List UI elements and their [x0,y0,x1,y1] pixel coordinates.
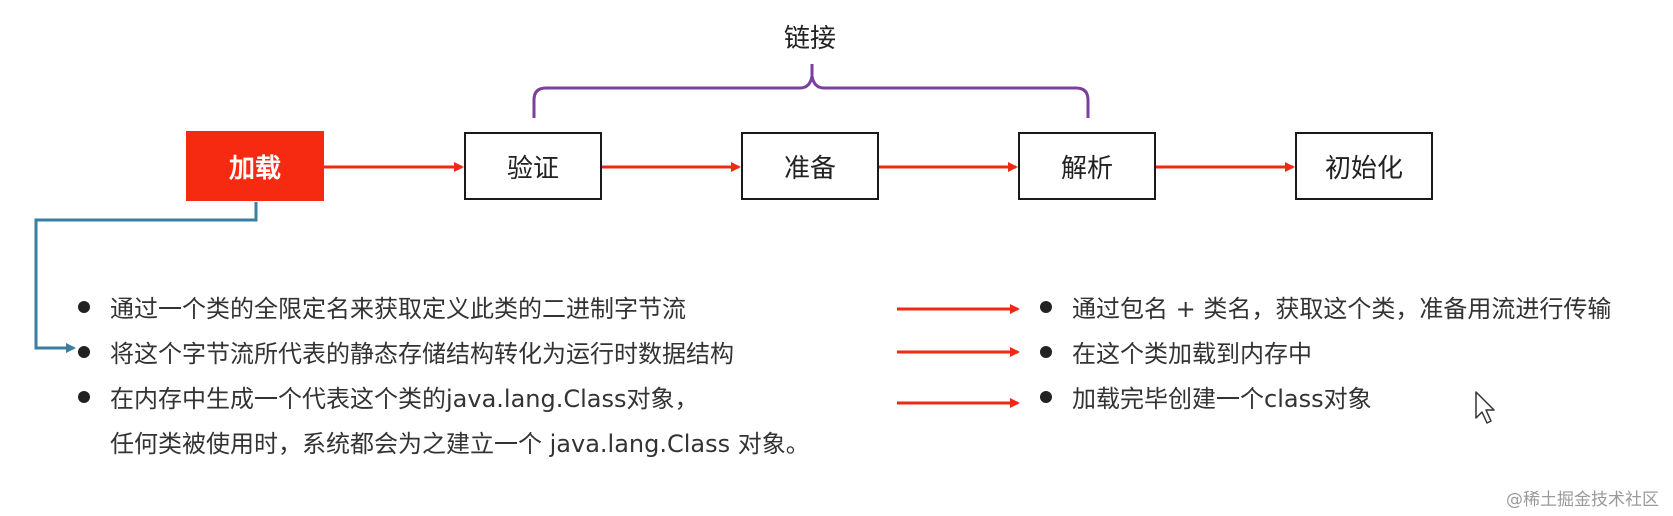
bullet-dot [78,300,90,313]
left-point-text: 通过一个类的全限定名来获取定义此类的二进制字节流 [110,295,686,323]
right-point-text: 在这个类加载到内存中 [1072,340,1312,368]
stage-resolve: 解析 [1018,132,1156,200]
left-point-text: 将这个字节流所代表的静态存储结构转化为运行时数据结构 [110,340,734,368]
right-list-item: 加载完毕创建一个class对象 [1040,379,1372,414]
bullet-dot [78,345,90,358]
linking-brace [532,64,1090,118]
right-list-item: 通过包名 + 类名，获取这个类，准备用流进行传输 [1040,289,1611,324]
left-list-item: 将这个字节流所代表的静态存储结构转化为运行时数据结构 [78,334,734,369]
stage-init: 初始化 [1295,132,1433,200]
left-point-text: 任何类被使用时，系统都会为之建立一个 java.lang.Class 对象。 [110,430,810,458]
stage-verify: 验证 [464,132,602,200]
bullet-dot [1040,345,1052,358]
load-detail-connector [34,202,258,353]
right-list-item: 在这个类加载到内存中 [1040,334,1312,369]
right-point-text: 加载完毕创建一个class对象 [1072,385,1372,413]
left-list-continuation: 任何类被使用时，系统都会为之建立一个 java.lang.Class 对象。 [110,424,810,459]
left-list-item: 通过一个类的全限定名来获取定义此类的二进制字节流 [78,289,686,324]
bullet-dot [78,390,90,403]
bullet-dot [1040,390,1052,403]
mouse-cursor-icon [1475,391,1495,424]
right-point-text: 通过包名 + 类名，获取这个类，准备用流进行传输 [1072,295,1612,323]
bullet-dot [1040,300,1052,313]
left-point-text: 在内存中生成一个代表这个类的java.lang.Class对象， [110,385,699,413]
stage-load: 加载 [186,131,324,201]
stage-prepare: 准备 [741,132,879,200]
left-list-item: 在内存中生成一个代表这个类的java.lang.Class对象， [78,379,699,414]
watermark: @稀土掘金技术社区 [1506,490,1659,510]
linking-label: 链接 [783,24,836,54]
